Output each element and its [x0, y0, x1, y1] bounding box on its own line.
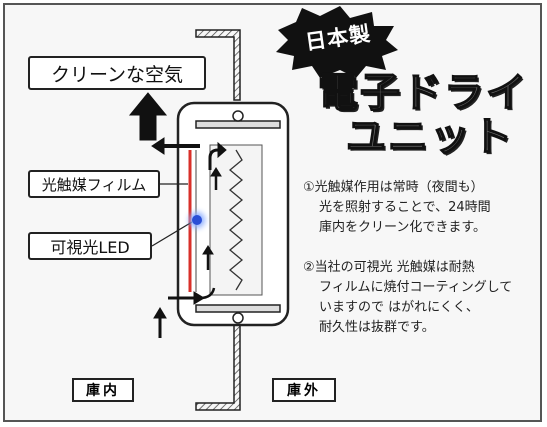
product-title-line1: 電子ドライ	[317, 69, 528, 117]
cabinet-wall-bottom	[195, 317, 241, 411]
cabinet-wall-top	[195, 29, 241, 101]
inner-panel	[209, 144, 263, 296]
photocatalyst-film-label: 光触媒フィルム	[28, 170, 160, 198]
description-2-line4: 耐久性は抜群です。	[319, 320, 435, 335]
made-in-japan-badge-shape	[276, 6, 398, 78]
description-2: ②当社の可視光 光触媒は耐熱 フィルムに焼付コーティングして いますので はがれ…	[303, 258, 512, 338]
inside-cabinet-label: 庫内	[72, 378, 134, 402]
visible-led-label: 可視光LED	[28, 232, 152, 260]
led-leader-line	[151, 221, 193, 247]
description-2-line3: いますので はがれにくく、	[319, 300, 479, 315]
led-light	[192, 215, 202, 225]
clean-air-label: クリーンな空気	[28, 56, 206, 90]
heater-coil	[228, 149, 244, 291]
outside-cabinet-label: 庫外	[272, 378, 336, 402]
description-1-line3: 庫内をクリーン化できます。	[319, 220, 487, 235]
airflow-arrows	[128, 92, 227, 338]
description-1-line2: 光を照射することで、24時間	[319, 200, 491, 215]
top-mount-plate	[195, 110, 281, 129]
description-1-line1: ①光触媒作用は常時（夜間も）	[303, 180, 484, 195]
product-title-line2: ユニット	[345, 113, 514, 161]
description-2-line2: フィルムに焼付コーティングして	[319, 280, 513, 295]
clean-air-up-arrow	[128, 92, 168, 141]
description-2-line1: ②当社の可視光 光触媒は耐熱	[303, 260, 475, 275]
bottom-mount-plate	[195, 304, 281, 324]
description-1: ①光触媒作用は常時（夜間も） 光を照射することで、24時間 庫内をクリーン化でき…	[303, 178, 491, 238]
